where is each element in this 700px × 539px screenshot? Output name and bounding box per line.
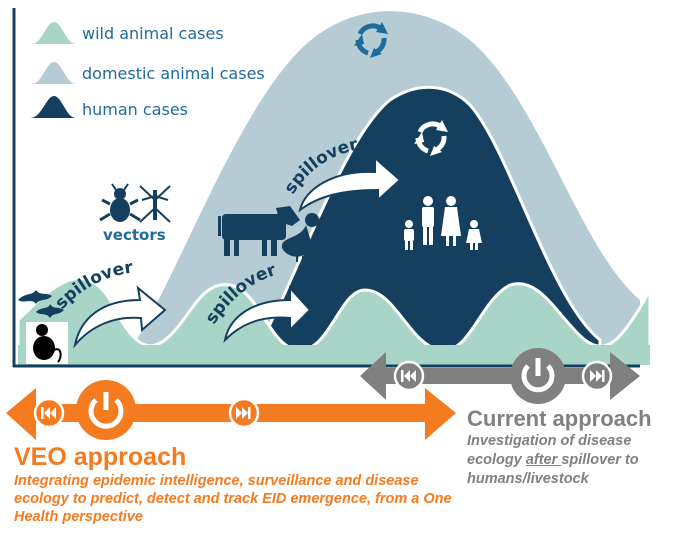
bat-icon bbox=[36, 304, 64, 318]
beetle-icon bbox=[99, 183, 141, 222]
bat-icon bbox=[18, 290, 52, 304]
legend-swatch-domestic bbox=[32, 62, 76, 84]
current-desc-underlined: after bbox=[525, 452, 562, 468]
power-button-current[interactable] bbox=[521, 358, 555, 393]
spillover-arrow-1 bbox=[73, 285, 167, 349]
veo-approach-title: VEO approach bbox=[14, 443, 187, 471]
spillover-arrow-3 bbox=[298, 155, 402, 213]
current-desc-part1: Investigation of disease ecology bbox=[467, 433, 632, 468]
legend-swatch-wild bbox=[32, 22, 76, 44]
wild-baseline-fill bbox=[18, 345, 650, 365]
fast-forward-button-veo[interactable] bbox=[228, 397, 260, 429]
veo-approach-description: Integrating epidemic intelligence, surve… bbox=[14, 473, 452, 525]
legend-label-domestic: domestic animal cases bbox=[82, 64, 265, 83]
power-button-veo[interactable] bbox=[88, 392, 124, 429]
legend-label-human: human cases bbox=[82, 100, 189, 119]
vectors-label: vectors bbox=[103, 226, 166, 244]
family-icon bbox=[404, 196, 482, 250]
current-desc-part2: spillover to humans/livestock bbox=[467, 452, 639, 487]
current-approach-description: Investigation of disease ecology after s… bbox=[467, 432, 687, 489]
mosquito-icon bbox=[139, 185, 171, 223]
legend-label-wild: wild animal cases bbox=[82, 24, 224, 43]
recycle-icon bbox=[354, 22, 388, 58]
rewind-button-veo[interactable] bbox=[33, 397, 65, 429]
spillover-arrow-2 bbox=[223, 285, 312, 344]
rewind-button-current[interactable] bbox=[393, 360, 425, 392]
monkey-icon bbox=[33, 324, 62, 363]
duck-icon bbox=[281, 213, 324, 262]
fast-forward-button-current[interactable] bbox=[581, 360, 613, 392]
current-approach-title: Current approach bbox=[467, 406, 652, 431]
recycle-icon bbox=[414, 120, 448, 156]
legend-swatch-human bbox=[30, 96, 76, 118]
wild-animal-curve bbox=[16, 276, 652, 367]
cow-icon bbox=[218, 206, 300, 256]
